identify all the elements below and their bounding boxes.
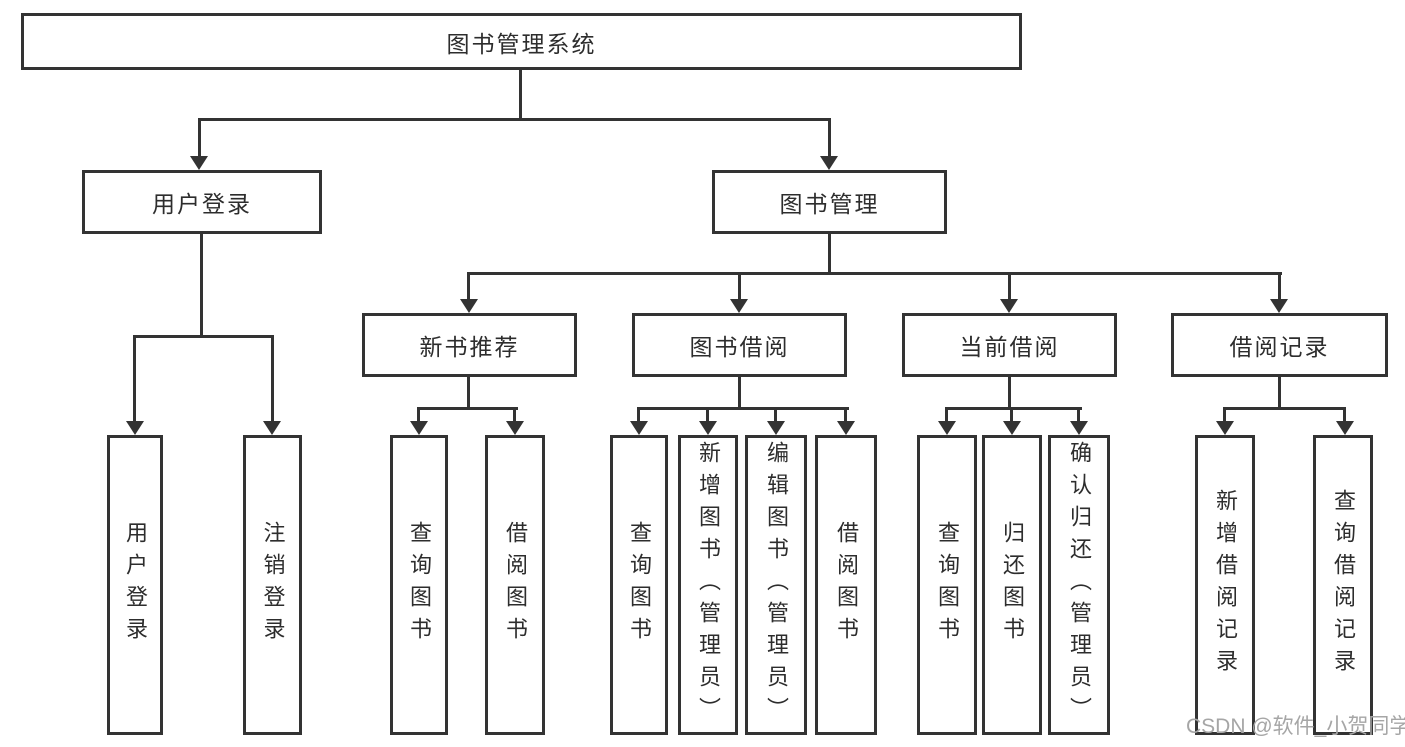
arrow-down-icon xyxy=(410,421,428,435)
connector-line xyxy=(637,407,849,410)
leaf-query-books-recommend: 查询图书 xyxy=(390,435,448,735)
arrow-down-icon xyxy=(1000,299,1018,313)
leaf-confirm-return-admin: 确认归还（管理员） xyxy=(1048,435,1110,735)
leaf-query-books-current: 查询图书 xyxy=(917,435,977,735)
connector-line xyxy=(271,335,274,423)
leaf-add-book-admin: 新增图书（管理员） xyxy=(678,435,738,735)
connector-line xyxy=(706,407,709,423)
leaf-add-borrow-record: 新增借阅记录 xyxy=(1195,435,1255,735)
connector-line xyxy=(774,407,777,423)
node-borrowing-records-label: 借阅记录 xyxy=(1229,334,1330,360)
arrow-down-icon xyxy=(1070,421,1088,435)
connector-line xyxy=(637,407,640,423)
leaf-borrow-books-recommend-label: 借阅图书 xyxy=(503,521,528,649)
connector-line xyxy=(738,377,741,407)
node-book-management: 图书管理 xyxy=(712,170,947,234)
connector-line xyxy=(519,70,522,118)
connector-line xyxy=(467,272,470,301)
connector-line xyxy=(467,377,470,407)
connector-line xyxy=(1278,272,1281,301)
node-root-label: 图书管理系统 xyxy=(446,30,597,57)
node-root: 图书管理系统 xyxy=(21,13,1022,70)
leaf-query-books-borrowing-label: 查询图书 xyxy=(627,521,652,649)
arrow-down-icon xyxy=(699,421,717,435)
arrow-down-icon xyxy=(730,299,748,313)
arrow-down-icon xyxy=(1003,421,1021,435)
connector-line xyxy=(417,407,420,423)
node-borrowing-records: 借阅记录 xyxy=(1171,313,1388,377)
leaf-return-books: 归还图书 xyxy=(982,435,1042,735)
connector-line xyxy=(828,234,831,272)
arrow-down-icon xyxy=(630,421,648,435)
arrow-down-icon xyxy=(820,156,838,170)
node-book-borrowing: 图书借阅 xyxy=(632,313,847,377)
connector-line xyxy=(417,407,518,410)
arrow-down-icon xyxy=(126,421,144,435)
arrow-down-icon xyxy=(1336,421,1354,435)
connector-line xyxy=(198,118,831,121)
leaf-query-borrow-record-label: 查询借阅记录 xyxy=(1331,489,1356,681)
connector-line xyxy=(200,234,203,335)
connector-line xyxy=(133,335,136,423)
connector-line xyxy=(945,407,948,423)
connector-line xyxy=(1223,407,1226,423)
connector-line xyxy=(133,335,274,338)
arrow-down-icon xyxy=(263,421,281,435)
node-user-login-label: 用户登录 xyxy=(152,191,252,217)
leaf-user-login: 用户登录 xyxy=(107,435,163,735)
leaf-query-borrow-record: 查询借阅记录 xyxy=(1313,435,1373,735)
leaf-borrow-books-recommend: 借阅图书 xyxy=(485,435,545,735)
connector-line xyxy=(1077,407,1080,423)
connector-line xyxy=(1010,407,1013,423)
connector-line xyxy=(513,407,516,423)
node-new-book-recommend: 新书推荐 xyxy=(362,313,577,377)
leaf-query-books-borrowing: 查询图书 xyxy=(610,435,668,735)
node-user-login: 用户登录 xyxy=(82,170,322,234)
leaf-borrow-books-borrowing-label: 借阅图书 xyxy=(834,521,859,649)
connector-line xyxy=(1008,272,1011,301)
arrow-down-icon xyxy=(767,421,785,435)
arrow-down-icon xyxy=(1216,421,1234,435)
leaf-logout-label: 注销登录 xyxy=(260,521,286,649)
connector-line xyxy=(1008,377,1011,407)
csdn-watermark: CSDN @软件_小贺同学 xyxy=(1186,715,1405,738)
arrow-down-icon xyxy=(460,299,478,313)
connector-line xyxy=(844,407,847,423)
leaf-edit-book-admin: 编辑图书（管理员） xyxy=(745,435,807,735)
node-book-borrowing-label: 图书借阅 xyxy=(689,334,790,360)
leaf-query-books-current-label: 查询图书 xyxy=(935,521,960,649)
connector-line xyxy=(1278,377,1281,407)
node-current-borrowing-label: 当前借阅 xyxy=(959,334,1060,360)
connector-line xyxy=(1223,407,1346,410)
arrow-down-icon xyxy=(1270,299,1288,313)
node-book-management-label: 图书管理 xyxy=(779,191,880,217)
leaf-borrow-books-borrowing: 借阅图书 xyxy=(815,435,877,735)
arrow-down-icon xyxy=(938,421,956,435)
leaf-query-books-recommend-label: 查询图书 xyxy=(407,521,432,649)
connector-line xyxy=(1343,407,1346,423)
connector-line xyxy=(467,272,1282,275)
leaf-add-borrow-record-label: 新增借阅记录 xyxy=(1213,489,1238,681)
leaf-confirm-return-admin-label: 确认归还（管理员） xyxy=(1067,441,1092,729)
connector-line xyxy=(738,272,741,301)
arrow-down-icon xyxy=(837,421,855,435)
leaf-logout: 注销登录 xyxy=(243,435,302,735)
connector-line xyxy=(945,407,1082,410)
leaf-user-login-label: 用户登录 xyxy=(123,521,148,649)
node-new-book-recommend-label: 新书推荐 xyxy=(419,334,520,360)
connector-line xyxy=(198,118,201,158)
node-current-borrowing: 当前借阅 xyxy=(902,313,1117,377)
arrow-down-icon xyxy=(190,156,208,170)
leaf-add-book-admin-label: 新增图书（管理员） xyxy=(696,441,721,729)
arrow-down-icon xyxy=(506,421,524,435)
leaf-return-books-label: 归还图书 xyxy=(1000,521,1025,649)
connector-line xyxy=(828,118,831,158)
leaf-edit-book-admin-label: 编辑图书（管理员） xyxy=(764,441,789,729)
